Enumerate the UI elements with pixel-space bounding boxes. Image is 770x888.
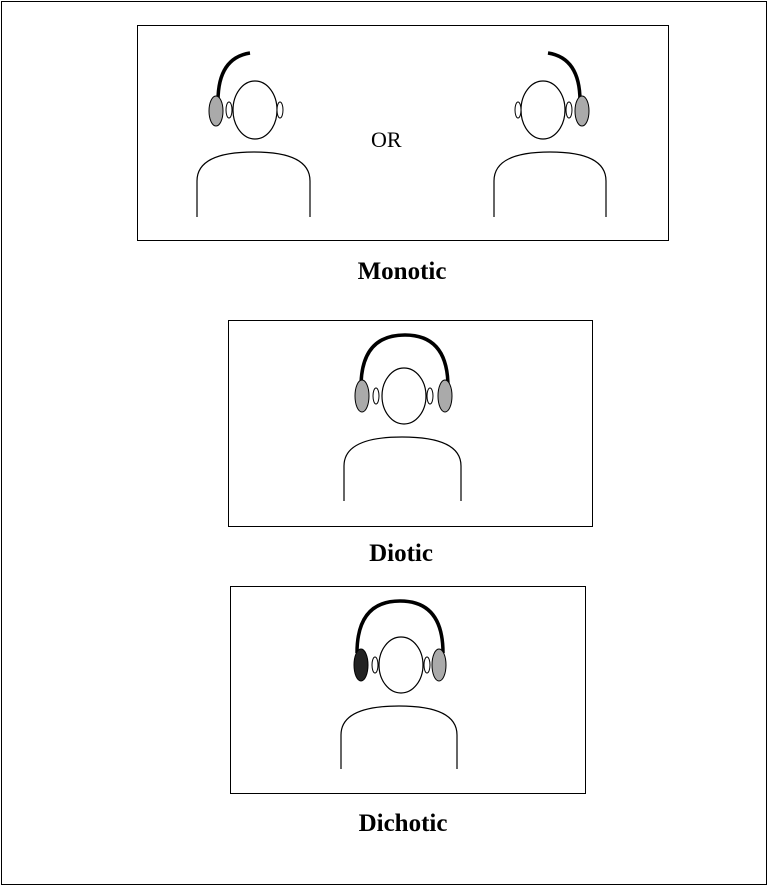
- earcup-left-icon: [208, 95, 224, 127]
- diotic-illustration: [343, 333, 462, 501]
- earcup-right-icon: [431, 648, 447, 682]
- head-icon: [232, 80, 278, 140]
- dichotic-illustration: [340, 599, 458, 769]
- headband-icon: [355, 599, 445, 654]
- ear-right-icon: [565, 101, 573, 119]
- ear-left-icon: [371, 656, 379, 674]
- ear-left-icon: [225, 101, 233, 119]
- earcup-left-icon: [354, 379, 370, 413]
- diotic-listener: [343, 333, 462, 501]
- earcup-left-icon: [353, 648, 369, 682]
- diotic-panel: [228, 320, 593, 527]
- dichotic-caption: Dichotic: [358, 810, 448, 837]
- headband-icon: [216, 51, 251, 102]
- ear-left-icon: [514, 101, 522, 119]
- shoulders-icon: [196, 151, 311, 217]
- monotic-panel: OR: [137, 25, 669, 241]
- monotic-listener-left: [196, 51, 311, 217]
- monotic-caption: Monotic: [357, 258, 447, 285]
- diotic-caption: Diotic: [369, 540, 433, 567]
- shoulders-icon: [493, 151, 607, 217]
- head-icon: [378, 636, 424, 694]
- shoulders-icon: [343, 436, 462, 501]
- or-separator: OR: [371, 127, 402, 152]
- ear-right-icon: [423, 656, 431, 674]
- head-icon: [520, 80, 566, 140]
- dichotic-panel: [230, 586, 586, 794]
- earcup-right-icon: [437, 379, 453, 413]
- headband-icon: [359, 333, 450, 388]
- shoulders-icon: [340, 705, 458, 769]
- monotic-illustration: [196, 51, 607, 217]
- headband-icon: [547, 51, 582, 102]
- dichotic-listener: [340, 599, 458, 769]
- ear-right-icon: [276, 101, 284, 119]
- ear-left-icon: [372, 387, 380, 405]
- monotic-listener-right: [493, 51, 607, 217]
- earcup-right-icon: [574, 95, 590, 127]
- ear-right-icon: [426, 387, 434, 405]
- head-icon: [381, 367, 427, 425]
